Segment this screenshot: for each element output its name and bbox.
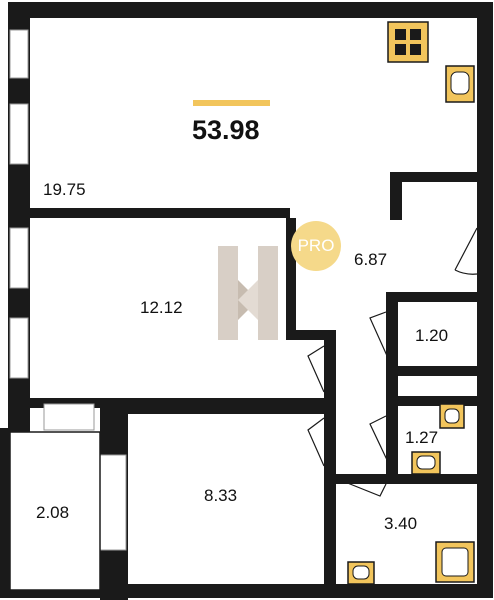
windows: [9, 29, 127, 551]
wall-bed2-top: [100, 404, 336, 414]
wall-bath-mid-2: [386, 396, 477, 406]
sink-icon: [439, 403, 465, 429]
doors: [307, 227, 478, 497]
wall-kitchen-ledge-v: [390, 172, 402, 220]
window: [43, 403, 95, 431]
total-area: 53.98: [192, 115, 260, 145]
door-swing: [454, 227, 478, 275]
pro-badge: PRO: [291, 221, 341, 271]
window: [99, 454, 127, 551]
room-area-bedroom-2: 8.33: [204, 486, 238, 505]
window: [9, 227, 29, 289]
room-area-balcony: 2.08: [36, 503, 70, 522]
room-area-living: 19.75: [43, 180, 86, 199]
wall-bath-bottom: [336, 474, 477, 484]
wall-bath-box-left: [386, 292, 398, 482]
room-area-bathroom: 3.40: [384, 514, 418, 533]
shower-icon: [435, 541, 475, 583]
wall-hall-step: [286, 330, 336, 340]
wall-bath-mid-1: [386, 366, 477, 376]
room-area-bath-2: 1.27: [405, 428, 439, 447]
balcony-outline: [9, 431, 101, 591]
wall-bath-box-top: [386, 292, 477, 302]
wall-balcony-bottom: [0, 590, 120, 598]
wall-left-lower: [0, 428, 10, 598]
total-area-bar: [193, 100, 270, 106]
door-swing: [369, 311, 389, 359]
door-swing: [307, 417, 325, 467]
stove-icon: [387, 21, 429, 63]
wall-bottom: [100, 584, 493, 598]
door-swing: [307, 345, 325, 393]
logo-icon: [218, 246, 278, 340]
window: [9, 317, 29, 379]
door-swing: [369, 415, 389, 463]
wall-corridor: [324, 340, 336, 584]
window: [9, 29, 29, 79]
room-area-bath-1: 1.20: [415, 326, 449, 345]
sink-icon: [445, 65, 475, 103]
wall-top: [8, 2, 493, 18]
sink-icon: [347, 561, 375, 585]
wall-living-bottom: [30, 208, 290, 218]
sink-icon: [411, 451, 441, 475]
wall-hall-left: [286, 218, 296, 338]
room-area-hall: 6.87: [354, 250, 388, 269]
wall-bedroom-bottom: [30, 398, 336, 408]
wall-right: [477, 2, 493, 598]
wall-kitchen-ledge: [390, 172, 477, 182]
window: [9, 103, 29, 165]
room-area-bedroom: 12.12: [140, 298, 183, 317]
door-swing: [339, 479, 387, 497]
